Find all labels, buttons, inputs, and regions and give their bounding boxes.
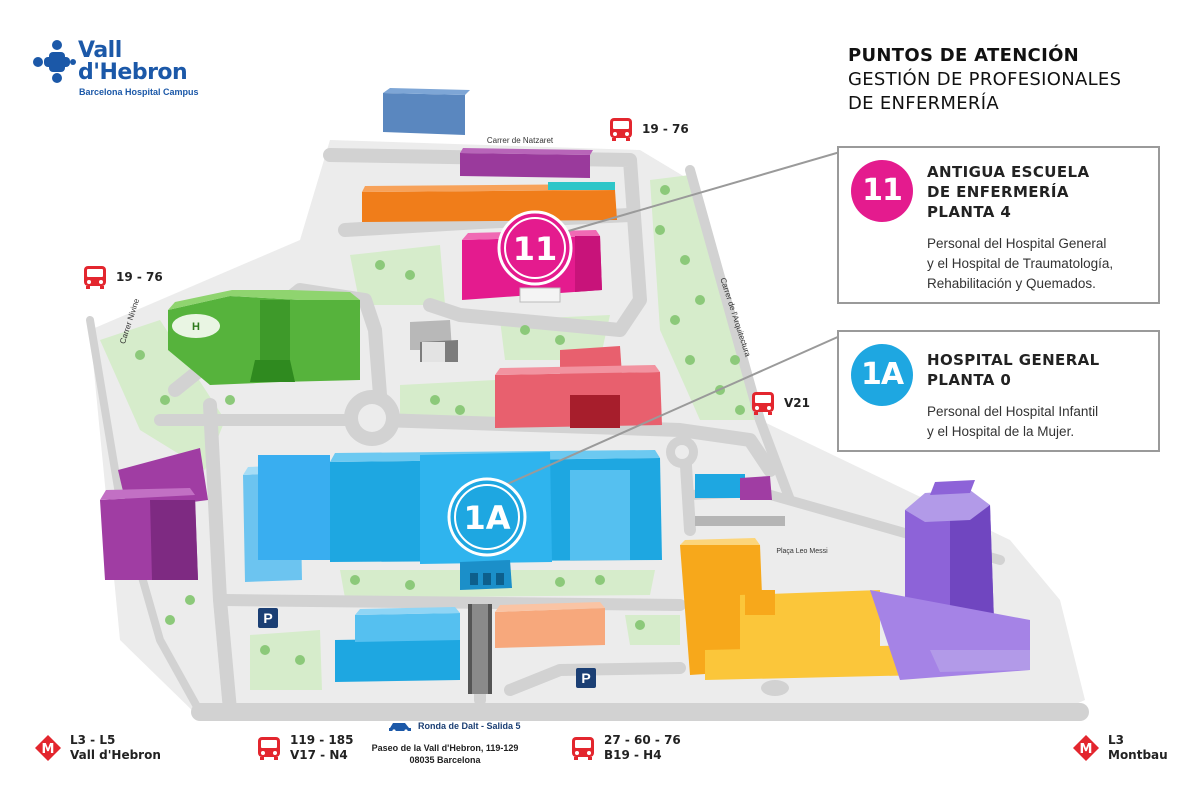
building-red <box>495 346 662 428</box>
bus-lines-left: 19 - 76 <box>116 269 163 284</box>
card-badge-1a: 1A <box>851 344 913 406</box>
building-salmon <box>495 602 605 648</box>
building-purple-left <box>100 448 208 580</box>
bus-icon <box>258 737 280 760</box>
bus-lines-bottom-left: 119 - 185 V17 - N4 <box>290 733 354 762</box>
metro-lines-right: L3 Montbau <box>1108 733 1168 762</box>
card-badge-11: 11 <box>851 160 913 222</box>
parking-icon <box>258 608 596 688</box>
svg-text:M: M <box>42 742 55 757</box>
info-card-11: 11 ANTIGUA ESCUELA DE ENFERMERÍA PLANTA … <box>837 146 1160 304</box>
bus-icon <box>610 118 632 141</box>
metro-lines-left: L3 - L5 Vall d'Hebron <box>70 733 161 762</box>
bus-lines-right: V21 <box>784 395 810 410</box>
building-blue-bottom <box>335 607 460 682</box>
metro-icon: M <box>35 735 61 761</box>
bus-icon <box>84 266 106 289</box>
bus-stop-right: V21 <box>750 390 810 416</box>
vall-hebron-logo: Vall d'Hebron Barcelona Hospital Campus <box>30 38 220 102</box>
logo-cross-icon <box>33 40 76 83</box>
bus-icon <box>752 392 774 415</box>
bus-lines-bottom-right: 27 - 60 - 76 B19 - H4 <box>604 733 681 762</box>
bus-stop-bottom-left: 119 - 185 V17 - N4 <box>256 733 353 763</box>
building-orange <box>362 182 617 222</box>
metro-stop-left: M L3 - L5 Vall d'Hebron <box>34 733 161 763</box>
map-badge-1a-text: 1A <box>463 499 510 537</box>
ronda-exit: Ronda de Dalt - Salida 5 <box>388 720 521 732</box>
campus-address: Paseo de la Vall d'Hebron, 119-129 08035… <box>371 743 519 765</box>
stairs <box>468 604 492 694</box>
svg-text:H: H <box>192 321 200 333</box>
bus-stop-top: 19 - 76 <box>608 116 689 142</box>
bus-icon <box>572 737 594 760</box>
building-grey <box>410 320 458 362</box>
trees <box>135 185 745 665</box>
street-nazaret: Carrer de Natzaret <box>487 136 554 145</box>
page-title: PUNTOS DE ATENCIÓN GESTIÓN DE PROFESIONA… <box>848 45 1122 114</box>
map-badge-11 <box>497 210 573 286</box>
metro-icon: M <box>1073 735 1099 761</box>
card-desc-1a: Personal del Hospital Infantil y el Hosp… <box>927 404 1099 439</box>
bus-stop-left: 19 - 76 <box>82 264 163 290</box>
card-title-1a: HOSPITAL GENERAL PLANTA 0 <box>927 351 1100 389</box>
card-title-11: ANTIGUA ESCUELA DE ENFERMERÍA PLANTA 4 <box>927 163 1090 221</box>
building-yellow <box>680 538 925 680</box>
bus-stop-bottom-right: 27 - 60 - 76 B19 - H4 <box>570 733 681 763</box>
building-purple-top <box>460 148 593 178</box>
bus-lines-top: 19 - 76 <box>642 121 689 136</box>
svg-text:M: M <box>1080 742 1093 757</box>
card-desc-11: Personal del Hospital General y el Hospi… <box>927 236 1114 291</box>
parking-p-1: P <box>263 610 272 626</box>
info-card-1a: 1A HOSPITAL GENERAL PLANTA 0 Personal de… <box>837 330 1160 452</box>
roundabouts <box>344 390 789 696</box>
plaza-label: Plaça Leo Messi <box>776 548 828 555</box>
building-dark-blue <box>383 88 470 135</box>
map-badge-11-text: 11 <box>513 230 558 268</box>
parking-p-2: P <box>581 670 590 686</box>
logo-subtitle: Barcelona Hospital Campus <box>79 87 199 97</box>
map-badge-1a <box>447 477 527 557</box>
ronda-label: Ronda de Dalt - Salida 5 <box>418 721 521 731</box>
metro-stop-right: M L3 Montbau <box>1072 733 1168 763</box>
building-green: H <box>168 290 360 385</box>
building-purple-tower <box>870 480 1030 680</box>
building-blue-small <box>695 474 785 526</box>
car-icon <box>389 723 411 732</box>
logo-name: Vall d'Hebron <box>78 38 188 85</box>
